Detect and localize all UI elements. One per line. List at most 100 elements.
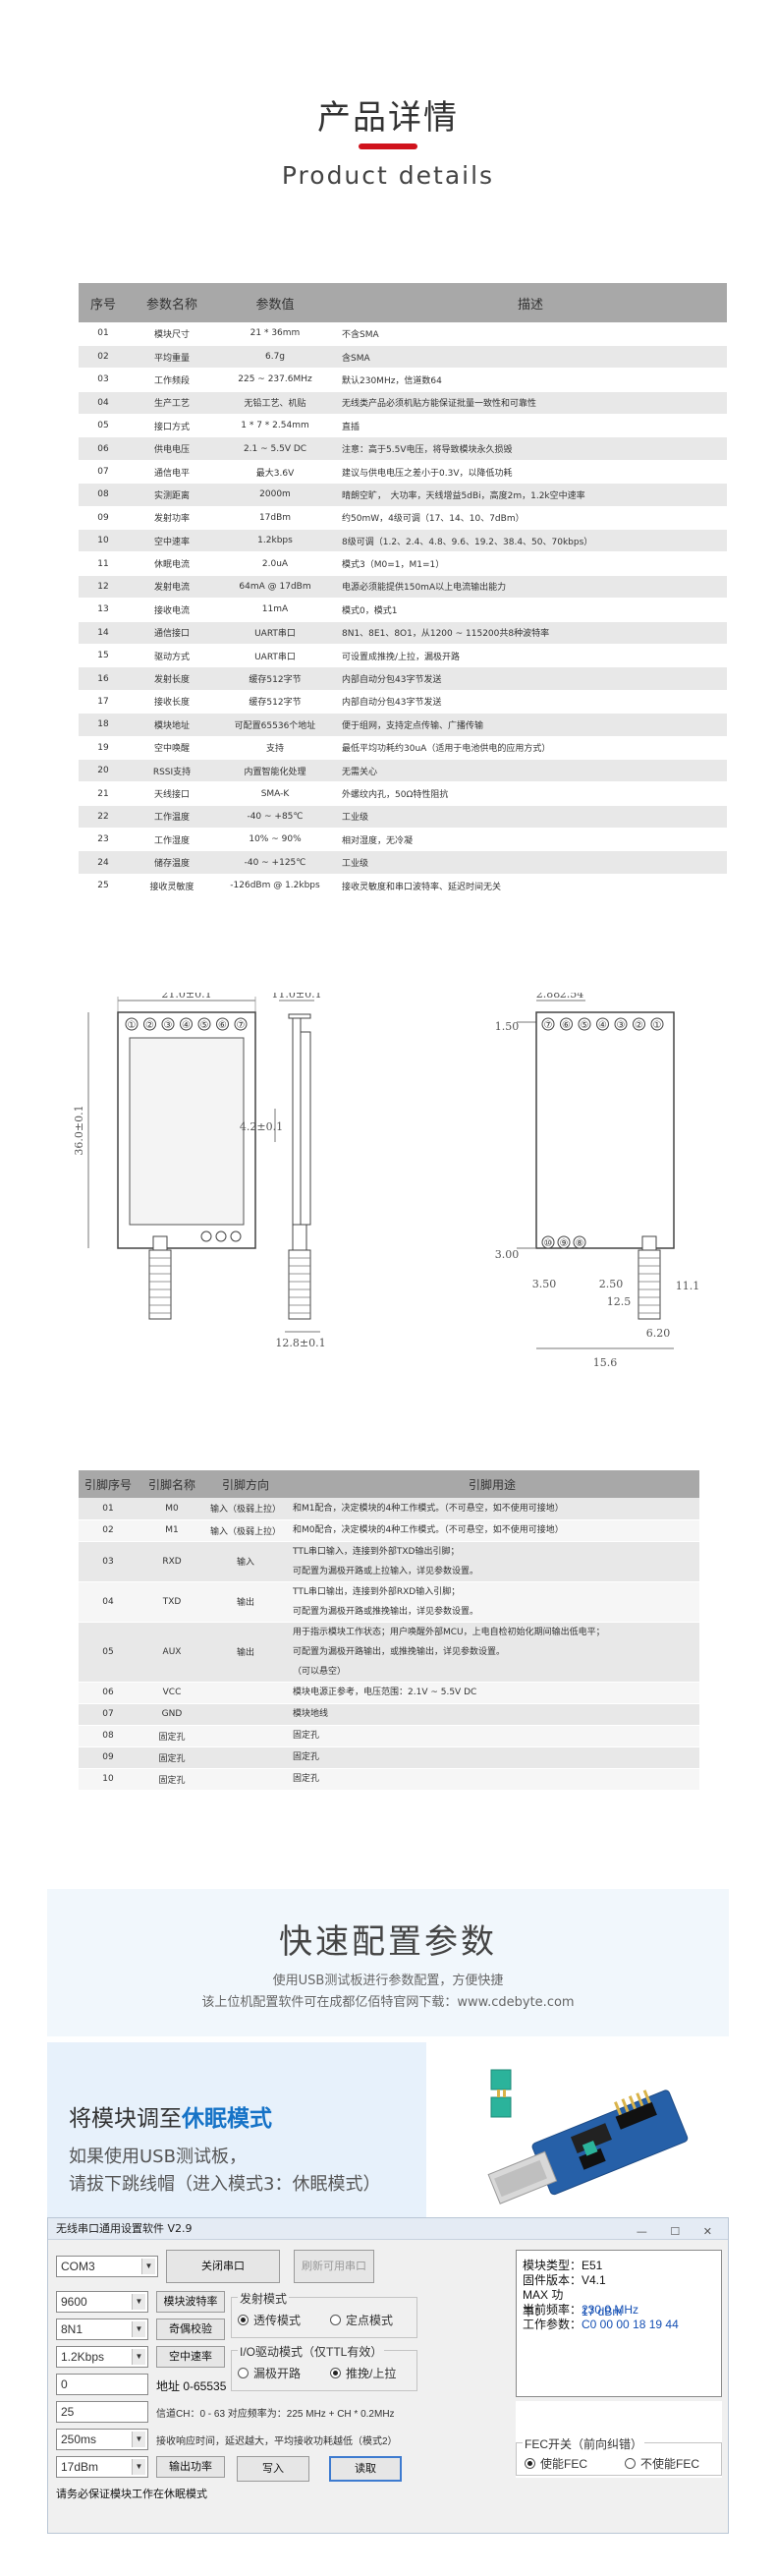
spec-cell-value: 最大3.6V <box>216 460 334 485</box>
baud-label-button[interactable]: 模块波特率 <box>156 2291 225 2313</box>
back-pin-label: ④ <box>598 1020 607 1031</box>
spec-cell-no: 01 <box>79 322 128 346</box>
fec-enable-radio[interactable]: 使能FEC <box>525 2455 587 2472</box>
back-dim-11-1: 11.1 <box>676 1280 700 1292</box>
spec-cell-no: 20 <box>79 759 128 783</box>
spec-cell-name: 天线接口 <box>128 781 216 806</box>
front-pin-label: ③ <box>164 1020 173 1031</box>
back-pin-label: ① <box>653 1020 662 1031</box>
spec-cell-no: 06 <box>79 436 128 461</box>
spec-cell-value: 11mA <box>216 598 334 622</box>
spec-cell-desc: 默认230MHz，信道数64 <box>334 368 727 392</box>
pin-cell-no: 09 <box>79 1746 138 1769</box>
pin-cell-dir: 输入（极弱上拉） <box>206 1519 285 1542</box>
spec-cell-name: 接收电流 <box>128 598 216 622</box>
info-key: 模块类型： <box>523 2259 582 2272</box>
write-button[interactable]: 写入 <box>237 2456 309 2482</box>
wake-time-value: 250ms <box>61 2433 97 2446</box>
front-pin-label: ① <box>128 1020 137 1031</box>
spec-cell-name: 接口方式 <box>128 414 216 438</box>
spec-cell-name: 空中唤醒 <box>128 736 216 760</box>
power-select[interactable]: 17dBm▼ <box>56 2456 148 2478</box>
back-dim-15-6: 15.6 <box>593 1356 618 1369</box>
pin-cell-use: 和M1配合，决定模块的4种工作模式。（不可悬空，如不使用可接地） <box>285 1498 699 1520</box>
baud-select[interactable]: 9600▼ <box>56 2291 148 2313</box>
parity-select[interactable]: 8N1▼ <box>56 2318 148 2340</box>
pin-cell-use: 模块地线 <box>285 1703 699 1726</box>
pin-cell-name: AUX <box>138 1622 206 1683</box>
info-key: MAX 功率： <box>523 2288 564 2318</box>
channel-input[interactable]: 25 <box>56 2401 148 2423</box>
air-rate-select[interactable]: 1.2Kbps▼ <box>56 2346 148 2368</box>
port-value: COM3 <box>61 2260 95 2273</box>
spec-cell-desc: 约50mW，4级可调（17、14、10、7dBm） <box>334 506 727 531</box>
spec-header-desc: 描述 <box>334 283 727 322</box>
port-select[interactable]: COM3▼ <box>56 2256 158 2277</box>
spec-cell-value: 64mA @ 17dBm <box>216 575 334 600</box>
close-port-button[interactable]: 关闭串口 <box>166 2250 280 2283</box>
air-rate-label-button[interactable]: 空中速率 <box>156 2346 225 2368</box>
pin-cell-no: 04 <box>79 1581 138 1623</box>
pin-use-line: 固定孔 <box>293 1731 320 1741</box>
radio-selected-icon <box>525 2458 535 2469</box>
spec-cell-no: 14 <box>79 621 128 645</box>
radio-unselected-icon <box>238 2368 249 2378</box>
info-value: E51 <box>582 2259 603 2272</box>
spec-cell-desc: 电源必须能提供150mA以上电流输出能力 <box>334 575 727 600</box>
pin-cell-no: 02 <box>79 1519 138 1542</box>
spec-cell-value: 2000m <box>216 483 334 507</box>
pin-use-line: 模块电源正参考，电压范围：2.1V ~ 5.5V DC <box>293 1688 477 1697</box>
address-input[interactable]: 0 <box>56 2374 148 2395</box>
spec-cell-value: UART串口 <box>216 621 334 645</box>
spec-cell-desc: 无线类产品必须机贴方能保证批量一致性和可靠性 <box>334 391 727 416</box>
pin-cell-no: 08 <box>79 1725 138 1747</box>
spec-cell-no: 05 <box>79 414 128 438</box>
power-label-button[interactable]: 输出功率 <box>156 2456 225 2478</box>
window-controls[interactable]: — ☐ ✕ <box>636 2225 722 2238</box>
fec-disable-radio[interactable]: 不使能FEC <box>625 2455 699 2472</box>
pin-use-line: 和M1配合，决定模块的4种工作模式。（不可悬空，如不使用可接地） <box>293 1503 564 1514</box>
spec-cell-name: 发射电流 <box>128 575 216 600</box>
parity-label-button[interactable]: 奇偶校验 <box>156 2318 225 2340</box>
pin-cell-name: TXD <box>138 1581 206 1623</box>
read-button[interactable]: 读取 <box>329 2456 402 2482</box>
io-mode-open-drain-radio[interactable]: 漏极开路 <box>238 2365 301 2381</box>
back-dim-2-54: 2.54 <box>560 993 584 1001</box>
spec-cell-value: 2.1 ~ 5.5V DC <box>216 436 334 461</box>
chevron-down-icon: ▼ <box>132 2349 145 2365</box>
pin-cell-name: M1 <box>138 1519 206 1542</box>
pin-cell-name: GND <box>138 1703 206 1726</box>
spec-cell-desc: 无需关心 <box>334 759 727 783</box>
spec-cell-name: 空中速率 <box>128 529 216 553</box>
refresh-ports-button[interactable]: 刷新可用串口 <box>294 2250 374 2283</box>
back-hole-label: ⑩ <box>544 1238 553 1249</box>
pin-cell-use: 用于指示模块工作状态；用户唤醒外部MCU，上电自检初始化期间输出低电平；可配置为… <box>285 1622 699 1683</box>
back-dim-2-88: 2.88 <box>536 993 561 1001</box>
back-hole-label: ⑨ <box>560 1238 569 1249</box>
wake-time-select[interactable]: 250ms▼ <box>56 2429 148 2450</box>
spec-cell-name: 模块地址 <box>128 713 216 737</box>
back-dim-2-50: 2.50 <box>599 1278 624 1290</box>
spec-cell-no: 09 <box>79 506 128 531</box>
tx-mode-fixed-radio[interactable]: 定点模式 <box>330 2312 393 2328</box>
spec-cell-name: 发射功率 <box>128 506 216 531</box>
spec-cell-no: 12 <box>79 575 128 600</box>
pin-use-line: 可配置为漏极开路或推挽输出，详见参数设置。 <box>293 1606 479 1617</box>
sleep-title-highlight: 休眠模式 <box>182 2106 272 2132</box>
spec-table-header: 序号 参数名称 参数值 描述 <box>79 283 727 322</box>
spec-cell-value: 10% ~ 90% <box>216 828 334 852</box>
pin-cell-use: TTL串口输入，连接到外部TXD输出引脚；可配置为漏极开路或上拉输入，详见参数设… <box>285 1541 699 1582</box>
wake-time-note: 接收响应时间，延迟越大，平均接收功耗越低（模式2） <box>156 2436 398 2447</box>
io-mode-push-pull-radio[interactable]: 推挽/上拉 <box>330 2365 396 2381</box>
tx-mode-transparent-radio[interactable]: 透传模式 <box>238 2312 301 2328</box>
pin-cell-dir: 输出 <box>206 1622 285 1683</box>
